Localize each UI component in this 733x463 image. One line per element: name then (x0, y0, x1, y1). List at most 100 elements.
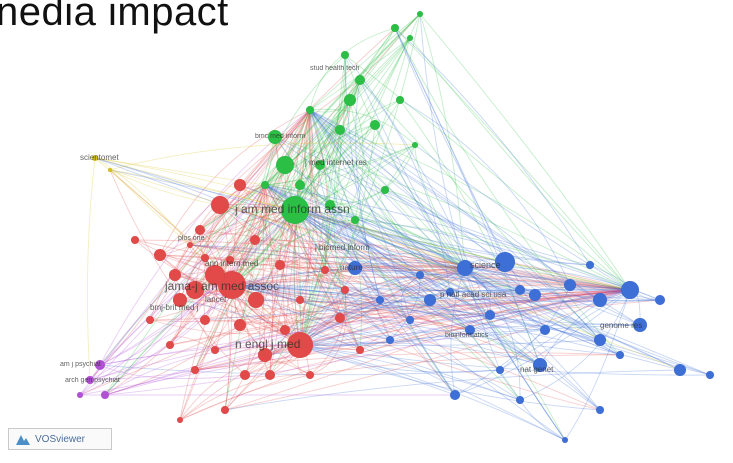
network-node-blue[interactable] (615, 350, 625, 360)
network-node-blue[interactable] (445, 287, 455, 297)
network-node-red[interactable] (279, 324, 291, 336)
network-node-blue[interactable] (585, 260, 595, 270)
network-node-blue[interactable] (620, 280, 640, 300)
network-node-red[interactable] (204, 264, 226, 286)
network-node-red[interactable] (217, 270, 247, 300)
network-node-blue[interactable] (449, 389, 461, 401)
network-node-green[interactable] (280, 195, 310, 225)
network-node-purple[interactable] (94, 359, 106, 371)
network-node-yellow[interactable] (91, 154, 99, 162)
network-node-blue[interactable] (528, 288, 542, 302)
network-node-green[interactable] (260, 180, 270, 190)
network-node-red[interactable] (233, 318, 247, 332)
network-edge (299, 291, 451, 346)
network-node-red[interactable] (185, 280, 205, 300)
network-node-blue[interactable] (515, 395, 525, 405)
network-node-green[interactable] (390, 23, 400, 33)
network-node-red[interactable] (320, 265, 330, 275)
network-node-blue[interactable] (464, 324, 476, 336)
network-node-blue[interactable] (673, 363, 687, 377)
network-node-blue[interactable] (484, 309, 496, 321)
network-node-blue[interactable] (494, 251, 516, 273)
network-node-red[interactable] (194, 224, 206, 236)
network-node-red[interactable] (249, 234, 261, 246)
network-node-blue[interactable] (705, 370, 715, 380)
network-node-green[interactable] (395, 95, 405, 105)
network-node-red[interactable] (145, 315, 155, 325)
network-node-blue[interactable] (456, 259, 474, 277)
network-edge (264, 184, 466, 269)
network-node-blue[interactable] (593, 333, 607, 347)
network-node-green[interactable] (324, 199, 336, 211)
network-node-red[interactable] (239, 369, 251, 381)
node-label: science (470, 260, 501, 270)
network-edge (214, 291, 451, 351)
network-node-red[interactable] (176, 416, 184, 424)
network-node-red[interactable] (165, 340, 175, 350)
network-node-blue[interactable] (532, 357, 548, 373)
network-node-green[interactable] (294, 179, 306, 191)
network-node-red[interactable] (305, 370, 315, 380)
network-node-red[interactable] (274, 259, 286, 271)
network-node-purple[interactable] (100, 390, 110, 400)
network-node-red[interactable] (225, 255, 235, 265)
network-node-red[interactable] (172, 292, 188, 308)
network-node-blue[interactable] (632, 317, 648, 333)
network-node-blue[interactable] (561, 436, 569, 444)
network-edge (294, 209, 341, 319)
network-node-red[interactable] (257, 347, 273, 363)
network-node-blue[interactable] (375, 295, 385, 305)
network-node-blue[interactable] (423, 293, 437, 307)
network-node-green[interactable] (369, 119, 381, 131)
network-node-red[interactable] (340, 285, 350, 295)
network-node-green[interactable] (334, 124, 346, 136)
network-node-red[interactable] (200, 253, 210, 263)
network-node-green[interactable] (340, 50, 350, 60)
network-node-red[interactable] (264, 369, 276, 381)
network-node-blue[interactable] (595, 405, 605, 415)
network-node-red[interactable] (247, 291, 265, 309)
network-node-green[interactable] (406, 34, 414, 42)
network-node-red[interactable] (168, 268, 182, 282)
network-node-blue[interactable] (654, 294, 666, 306)
network-node-green[interactable] (275, 155, 295, 175)
network-node-green[interactable] (314, 159, 326, 171)
network-node-red[interactable] (186, 241, 194, 249)
network-node-blue[interactable] (563, 278, 577, 292)
network-node-green[interactable] (267, 129, 283, 145)
network-node-purple[interactable] (76, 391, 84, 399)
network-node-red[interactable] (355, 345, 365, 355)
network-node-red[interactable] (334, 312, 346, 324)
network-node-blue[interactable] (539, 324, 551, 336)
network-node-blue[interactable] (347, 260, 363, 276)
network-node-blue[interactable] (405, 315, 415, 325)
network-node-blue[interactable] (514, 284, 526, 296)
network-node-green[interactable] (380, 185, 390, 195)
network-node-red[interactable] (190, 365, 200, 375)
network-node-red[interactable] (210, 195, 230, 215)
network-edge (269, 267, 466, 376)
network-node-red[interactable] (220, 405, 230, 415)
network-node-red[interactable] (286, 331, 314, 359)
network-node-purple[interactable] (85, 375, 95, 385)
network-node-green[interactable] (354, 74, 366, 86)
network-node-red[interactable] (130, 235, 140, 245)
network-node-red[interactable] (295, 295, 305, 305)
network-node-red[interactable] (153, 248, 167, 262)
network-node-green[interactable] (343, 93, 357, 107)
network-node-blue[interactable] (415, 270, 425, 280)
network-edge (394, 27, 506, 263)
network-node-yellow[interactable] (107, 167, 113, 173)
network-node-red[interactable] (199, 314, 211, 326)
network-node-red[interactable] (210, 345, 220, 355)
network-edge (299, 274, 421, 346)
network-node-blue[interactable] (495, 365, 505, 375)
network-node-green[interactable] (411, 141, 419, 149)
network-node-green[interactable] (305, 105, 315, 115)
network-node-red[interactable] (233, 178, 247, 192)
network-node-green[interactable] (350, 215, 360, 225)
network-node-blue[interactable] (385, 335, 395, 345)
network-node-green[interactable] (416, 10, 424, 18)
network-node-blue[interactable] (592, 292, 608, 308)
